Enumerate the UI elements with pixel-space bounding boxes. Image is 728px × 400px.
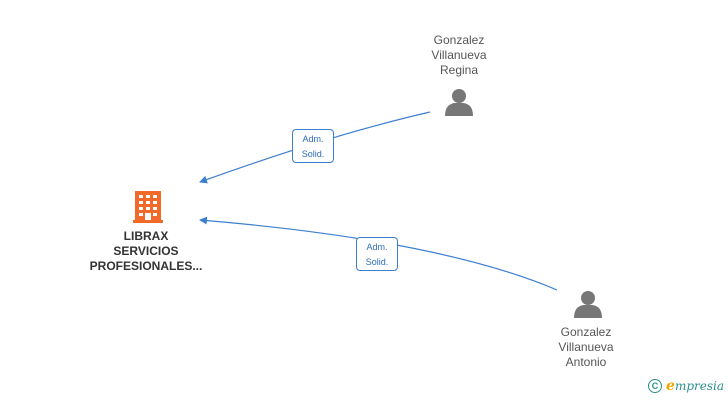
edge-label-line: Adm. <box>366 242 388 252</box>
brand-name-initial: e <box>666 378 675 394</box>
brand-watermark: C empresia <box>648 378 724 394</box>
person-name-line: Regina <box>439 63 479 77</box>
person-name-line: Antonio <box>565 355 607 369</box>
person-name-line: Villanueva <box>558 340 614 354</box>
person-label-antonio[interactable]: Gonzalez Villanueva Antonio <box>536 325 636 370</box>
person-name-line: Gonzalez <box>433 33 485 47</box>
company-name-line: LIBRAX <box>123 229 169 243</box>
edge-label-line: Solid. <box>365 257 389 267</box>
brand-name-rest: mpresia <box>674 379 724 393</box>
person-label-regina[interactable]: Gonzalez Villanueva Regina <box>409 33 509 78</box>
person-icon[interactable] <box>574 291 602 318</box>
edge-label-line: Adm. <box>302 134 324 144</box>
edge-label-line: Solid. <box>301 149 325 159</box>
person-icon[interactable] <box>445 89 473 116</box>
edge-label-antonio[interactable]: Adm. Solid. <box>356 237 398 271</box>
company-name-line: SERVICIOS <box>113 244 179 258</box>
edge-label-regina[interactable]: Adm. Solid. <box>292 129 334 163</box>
company-name-line: PROFESIONALES... <box>89 259 203 273</box>
brand-name: empresia <box>666 378 724 394</box>
building-icon[interactable] <box>133 191 163 223</box>
copyright-icon: C <box>648 379 663 393</box>
person-name-line: Villanueva <box>431 48 487 62</box>
company-label[interactable]: LIBRAX SERVICIOS PROFESIONALES... <box>76 229 216 274</box>
edge-antonio-to-company <box>199 216 558 291</box>
person-name-line: Gonzalez <box>560 325 612 339</box>
